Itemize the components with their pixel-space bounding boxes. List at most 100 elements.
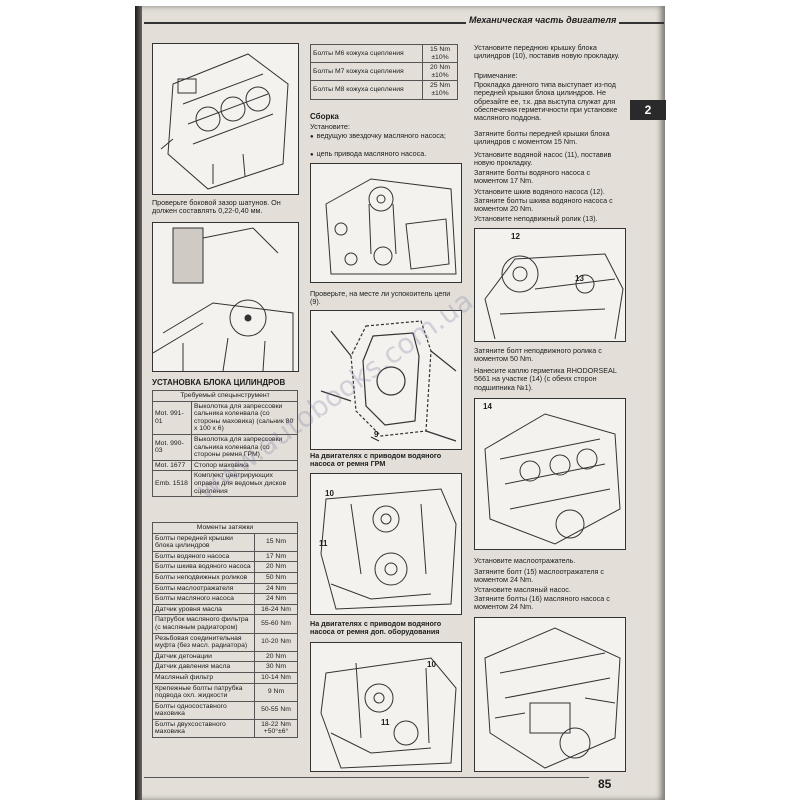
- torque-name: Болты M8 кожуха сцепления: [310, 80, 423, 100]
- water-pump-accessory-belt-illustration: [320, 657, 457, 769]
- note-text: Прокладка данного типа выступает из-под …: [474, 80, 618, 123]
- tool-code: Mot. 991-01: [152, 400, 192, 435]
- torque-name: Болты неподвижных роликов: [152, 571, 255, 584]
- torque-name: Болты масляного насоса: [152, 593, 255, 605]
- torque-name: Резьбовая соединительная муфта (без масл…: [152, 632, 255, 652]
- tools-table-header: Требуемый спецынструмент: [152, 390, 298, 402]
- figure-callout-11: 11: [381, 718, 390, 727]
- torque-value: 9 Nm: [254, 682, 298, 702]
- header-rule: [144, 22, 664, 24]
- torque-value: 24 Nm: [254, 582, 298, 595]
- torque-name: Болты M7 кожуха сцепления: [310, 62, 423, 82]
- figure-callout-10: 10: [325, 489, 334, 498]
- figure-caption-conrod-clearance: Проверьте боковой зазор шатунов. Он долж…: [152, 198, 281, 216]
- torque-name: Патрубок масляного фильтра (с масляным р…: [152, 614, 255, 634]
- torque-name: Крепежные болты патрубка подвода охл. жи…: [152, 682, 255, 702]
- torque-name: Датчик детонации: [152, 650, 255, 663]
- figure-sealant-bearing: 14: [474, 398, 626, 550]
- figure-water-pump-accessory-belt: 10 11: [310, 642, 462, 772]
- torque-value: 20 Nm ±10%: [422, 62, 458, 82]
- paragraph: Установите неподвижный ролик (13).: [474, 214, 598, 223]
- page-number: 85: [598, 777, 612, 791]
- paragraph: Затяните болт (15) маслоотражателя с мом…: [474, 567, 604, 585]
- figure-front-cover-gasket: 9: [310, 310, 462, 450]
- figure-engine-block-conrods: [152, 43, 299, 195]
- torque-value: 55-60 Nm: [254, 614, 298, 634]
- water-pump-timing-belt-illustration: [320, 488, 457, 610]
- torque-name: Датчик давления масла: [152, 661, 255, 673]
- footer-rule: [144, 777, 589, 778]
- figure-callout-12: 12: [511, 232, 520, 241]
- torque-table-header: Моменты затяжки: [152, 522, 298, 534]
- engine-block-illustration: [160, 53, 289, 190]
- torque-name: Масляный фильтр: [152, 671, 255, 684]
- dial-indicator-illustration: [153, 227, 294, 371]
- torque-name: Болты двухсоставного маховика: [152, 718, 255, 739]
- torque-value: 15 Nm ±10%: [422, 43, 458, 64]
- install-intro: Установите:: [310, 122, 350, 131]
- torque-value: 10-14 Nm: [254, 671, 298, 684]
- tool-code: Mot. 990-03: [152, 433, 192, 461]
- paragraph: Установите переднюю крышку блока цилиндр…: [474, 43, 620, 61]
- paragraph: Установите маслоотражатель.: [474, 556, 576, 565]
- figure-oil-pump-installed: [474, 617, 626, 772]
- torque-name: Болты передней крышки блока цилиндров: [152, 532, 255, 552]
- tool-code: Mot. 1677: [152, 459, 192, 472]
- paragraph: Затяните болт неподвижного ролика с моме…: [474, 346, 602, 364]
- bullet-item: цепь привода масляного насоса.: [310, 149, 460, 159]
- torque-name: Болты шкива водяного насоса: [152, 561, 255, 573]
- torque-name: Болты односоставного маховика: [152, 700, 255, 720]
- tool-code: Emb. 1518: [152, 470, 192, 498]
- paragraph: Затяните болты шкива водяного насоса с м…: [474, 196, 613, 214]
- check-tensioner-text: Проверьте, на месте ли успокоитель цепи …: [310, 289, 451, 307]
- torque-name: Болты M6 кожуха сцепления: [310, 43, 423, 64]
- figure-callout-14: 14: [483, 402, 492, 411]
- assembly-title: Сборка: [310, 112, 339, 121]
- figure-oil-pump-chain: [310, 163, 462, 283]
- torque-value: 10-20 Nm: [254, 632, 298, 652]
- torque-value: 17 Nm: [254, 550, 298, 563]
- torque-value: 25 Nm ±10%: [422, 80, 458, 100]
- figure-water-pump-timing-belt: 10 11: [310, 473, 462, 615]
- torque-value: 30 Nm: [254, 661, 298, 673]
- figure-callout-11: 11: [319, 539, 328, 548]
- chapter-tab: 2: [630, 100, 666, 120]
- torque-value: 50-55 Nm: [254, 700, 298, 720]
- paragraph: Затяните болты (16) масляного насоса с м…: [474, 594, 610, 612]
- figure-callout-10: 10: [427, 660, 436, 669]
- figure-callout-13: 13: [575, 274, 584, 283]
- bullet-item: ведущую звездочку масляного насоса;: [310, 131, 460, 141]
- front-cover-gasket-illustration: [320, 320, 457, 442]
- torque-name: Болты водяного насоса: [152, 550, 255, 563]
- torque-value: 24 Nm: [254, 593, 298, 605]
- pump-pulley-idler-illustration: [484, 253, 624, 340]
- figure-dial-indicator: [152, 222, 299, 372]
- torque-name: Датчик уровня масла: [152, 603, 255, 616]
- torque-value: 50 Nm: [254, 571, 298, 584]
- paragraph: Установите шкив водяного насоса (12).: [474, 187, 605, 196]
- torque-name: Болты маслоотражателя: [152, 582, 255, 595]
- paragraph: Установите водяной насос (11), поставив …: [474, 150, 612, 168]
- torque-value: 18-22 Nm +50°±6°: [254, 718, 298, 739]
- torque-value: 20 Nm: [254, 561, 298, 573]
- table-row: Резьбовая соединительная муфта (без масл…: [152, 632, 298, 652]
- torque-value: 15 Nm: [254, 532, 298, 552]
- section-title-cylinder-block: УСТАНОВКА БЛОКА ЦИЛИНДРОВ: [152, 378, 286, 387]
